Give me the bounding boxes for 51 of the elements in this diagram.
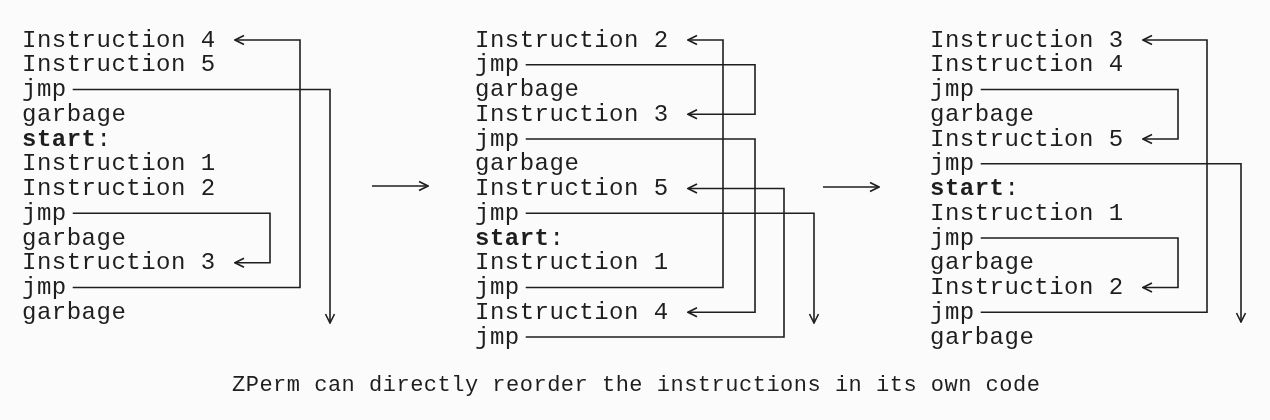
code-line: start: <box>475 225 565 251</box>
code-line: Instruction 4 <box>22 27 216 53</box>
code-line: Instruction 1 <box>22 151 216 177</box>
jump-arrow <box>71 34 301 289</box>
code-line: start: <box>930 176 1020 201</box>
code-line: jmp <box>22 200 67 226</box>
code-line: jmp <box>475 200 520 226</box>
jump-arrow <box>979 162 1247 323</box>
code-line: Instruction 2 <box>930 275 1124 300</box>
code-line: jmp <box>475 275 520 300</box>
code-line: jmp <box>22 77 67 102</box>
jump-arrow <box>524 138 756 318</box>
jump-arrow <box>979 237 1179 293</box>
code-line: Instruction 4 <box>930 52 1124 78</box>
jump-arrow <box>979 88 1179 145</box>
code-line: jmp <box>930 299 975 325</box>
jump-arrow <box>979 34 1208 314</box>
caption: ZPerm can directly reorder the instructions in its own code <box>232 373 1041 398</box>
code-line: Instruction 4 <box>475 299 669 325</box>
code-line: jmp <box>930 225 975 251</box>
code-line: garbage <box>22 225 127 251</box>
jump-arrow <box>524 63 756 120</box>
code-line: Instruction 5 <box>475 176 669 201</box>
code-line: Instruction 2 <box>22 176 216 201</box>
code-line: garbage <box>22 299 127 325</box>
jump-arrow <box>71 212 271 269</box>
code-line: Instruction 5 <box>22 52 216 78</box>
code-line: garbage <box>22 101 127 127</box>
code-line: garbage <box>475 151 580 177</box>
jump-arrow <box>71 88 336 324</box>
code-line: jmp <box>930 77 975 102</box>
code-line: Instruction 1 <box>475 250 669 276</box>
code-line: jmp <box>475 126 520 152</box>
code-line: jmp <box>22 275 67 300</box>
code-line: jmp <box>475 324 520 350</box>
code-line: Instruction 3 <box>475 101 669 127</box>
jump-arrow <box>524 212 820 324</box>
code-line: garbage <box>930 101 1035 127</box>
code-line: Instruction 3 <box>930 27 1124 53</box>
code-line: garbage <box>475 77 580 102</box>
code-line: Instruction 1 <box>930 200 1124 226</box>
code-line: jmp <box>930 151 975 177</box>
jump-arrow <box>524 34 724 289</box>
code-line: Instruction 3 <box>22 250 216 276</box>
code-line: start: <box>22 126 112 152</box>
jump-arrow <box>524 183 785 338</box>
code-line: Instruction 5 <box>930 126 1124 152</box>
code-line: garbage <box>930 324 1035 350</box>
code-line: garbage <box>930 250 1035 276</box>
code-line: jmp <box>475 52 520 78</box>
code-line: Instruction 2 <box>475 27 669 53</box>
